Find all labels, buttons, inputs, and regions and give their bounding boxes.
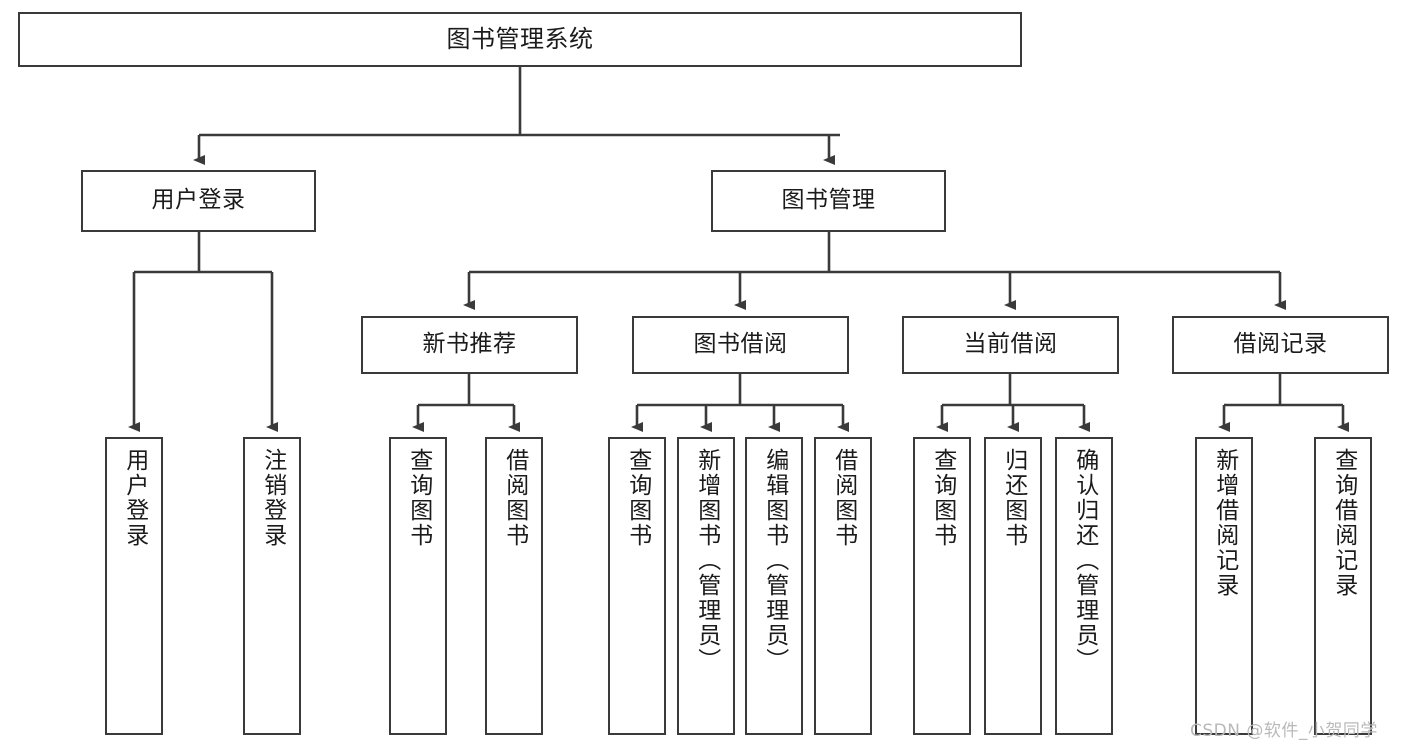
node-leaf-query-book-2[interactable]: 查询图书	[608, 437, 666, 735]
node-borrow-record[interactable]: 借阅记录	[1172, 316, 1389, 374]
node-leaf-add-record[interactable]: 新增借阅记录	[1195, 437, 1253, 735]
node-new-book-recommend[interactable]: 新书推荐	[361, 316, 578, 374]
node-label: 图书管理系统	[446, 25, 594, 54]
node-leaf-query-book-3[interactable]: 查询图书	[913, 437, 971, 735]
node-label: 借阅图书	[830, 448, 857, 548]
node-label: 新书推荐	[422, 331, 517, 358]
node-label: 查询借阅记录	[1330, 448, 1357, 598]
node-current-borrow[interactable]: 当前借阅	[902, 316, 1119, 374]
node-label: 图书借阅	[693, 331, 788, 358]
node-root-system[interactable]: 图书管理系统	[18, 12, 1022, 67]
node-leaf-borrow-book-1[interactable]: 借阅图书	[485, 437, 543, 735]
node-label: 用户登录	[121, 448, 148, 548]
node-label: 借阅记录	[1233, 331, 1328, 358]
node-leaf-confirm-return[interactable]: 确认归还（管理员）	[1055, 437, 1113, 735]
node-leaf-add-book[interactable]: 新增图书（管理员）	[677, 437, 735, 735]
watermark-csdn: CSDN @软件_小贺同学	[1190, 721, 1378, 741]
node-leaf-query-record[interactable]: 查询借阅记录	[1314, 437, 1372, 735]
node-leaf-edit-book[interactable]: 编辑图书（管理员）	[745, 437, 803, 735]
node-leaf-query-book-1[interactable]: 查询图书	[389, 437, 447, 735]
node-book-management[interactable]: 图书管理	[711, 170, 946, 232]
node-label: 归还图书	[1000, 448, 1027, 548]
node-leaf-logout-login[interactable]: 注销登录	[243, 437, 301, 735]
node-label: 注销登录	[259, 448, 286, 548]
node-leaf-user-login[interactable]: 用户登录	[105, 437, 163, 735]
node-user-login[interactable]: 用户登录	[81, 170, 316, 232]
node-label: 新增借阅记录	[1211, 448, 1238, 598]
node-label: 查询图书	[929, 448, 956, 548]
node-label: 图书管理	[781, 187, 876, 214]
node-label: 确认归还（管理员）	[1071, 448, 1098, 673]
node-book-borrow[interactable]: 图书借阅	[632, 316, 849, 374]
node-label: 用户登录	[151, 187, 246, 214]
node-label: 编辑图书（管理员）	[761, 448, 788, 673]
node-label: 查询图书	[405, 448, 432, 548]
node-label: 借阅图书	[501, 448, 528, 548]
node-label: 当前借阅	[963, 331, 1058, 358]
node-label: 查询图书	[624, 448, 651, 548]
node-leaf-return-book[interactable]: 归还图书	[984, 437, 1042, 735]
node-label: 新增图书（管理员）	[693, 448, 720, 673]
node-leaf-borrow-book-2[interactable]: 借阅图书	[814, 437, 872, 735]
